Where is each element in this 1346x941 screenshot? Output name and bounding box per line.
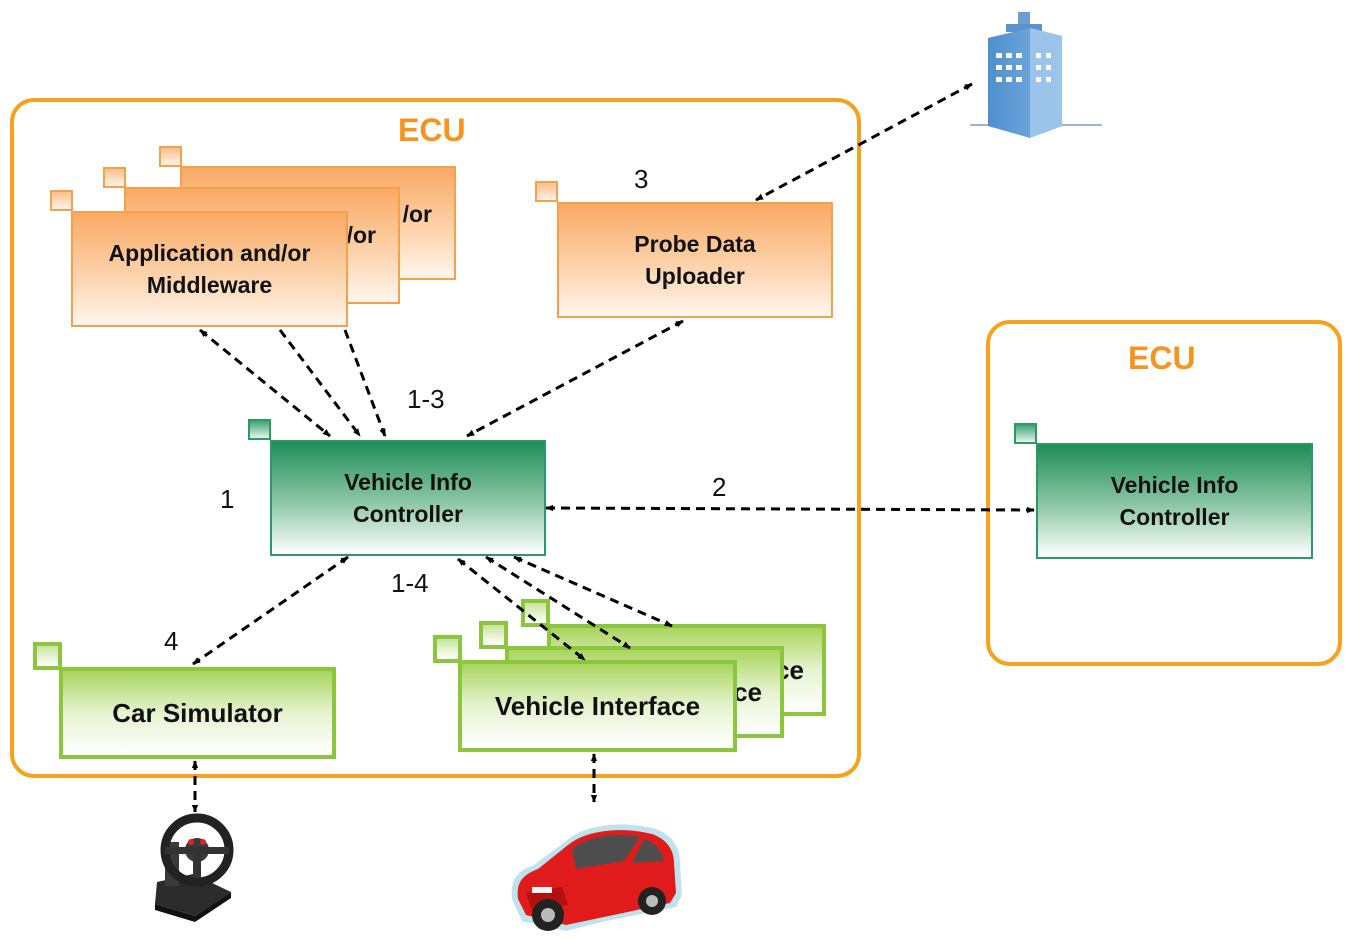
ecu-remote-title: ECU	[1128, 340, 1196, 376]
vehicle-interface-box: Vehicle Interface	[458, 660, 737, 752]
ecu-main-container	[10, 98, 861, 778]
arrow-probe-to-vic	[466, 319, 684, 438]
app-middle-tab	[103, 167, 126, 188]
probe-tab	[535, 181, 558, 202]
arrow-vic-to-carsim	[192, 555, 349, 666]
app-front-box: Application and/or Middleware	[71, 211, 348, 327]
vic-remote-line1: Vehicle Info	[1110, 472, 1239, 498]
vehicle-info-controller-remote: Vehicle Info Controller	[1036, 443, 1313, 559]
red-car-icon	[511, 824, 682, 931]
car-sim-tab	[33, 642, 62, 670]
steering-wheel-icon	[155, 813, 234, 922]
label-1-3: 1-3	[407, 384, 445, 414]
vic-main-line1: Vehicle Info	[344, 469, 472, 495]
label-1-4: 1-4	[391, 568, 429, 598]
vic-remote-line2: Controller	[1119, 504, 1230, 530]
building-icon	[970, 12, 1102, 138]
probe-data-uploader-box: Probe Data Uploader	[557, 202, 833, 318]
vi-middle-text: ce	[733, 676, 762, 707]
vic-main-line2: Controller	[353, 501, 463, 527]
app-front-line1: Application and/or	[108, 240, 311, 266]
app-front-tab	[50, 190, 73, 211]
app-middle-text: /or	[346, 222, 376, 248]
label-1: 1	[220, 484, 235, 514]
ecu-main-title: ECU	[398, 112, 466, 148]
app-front-line2: Middleware	[146, 272, 273, 298]
arrow-app-front-to-vic	[199, 328, 331, 438]
arrow-app-middle-to-vic	[278, 329, 362, 437]
probe-line2: Uploader	[645, 263, 745, 289]
arrow-vic-to-vi-back	[513, 555, 673, 628]
app-back-text: /or	[402, 201, 432, 227]
car-simulator-label: Car Simulator	[112, 697, 283, 728]
arrow-app-back-to-vic	[343, 329, 387, 437]
label-2: 2	[712, 472, 727, 502]
app-back-tab	[159, 146, 182, 167]
label-4: 4	[164, 626, 179, 656]
label-3: 3	[634, 164, 649, 194]
probe-line1: Probe Data	[634, 231, 756, 257]
vic-remote-tab	[1014, 423, 1037, 444]
vehicle-info-controller-main: Vehicle Info Controller	[270, 440, 546, 556]
ecu-remote-container	[986, 320, 1342, 666]
vehicle-interface-label: Vehicle Interface	[494, 690, 701, 721]
arrow-vic-to-vi-middle	[485, 555, 631, 650]
arrow-vic-to-remote	[545, 504, 1035, 514]
arrow-building-to-probe	[755, 82, 973, 202]
car-simulator-box: Car Simulator	[59, 667, 336, 759]
arrow-vic-to-vi-front	[457, 557, 586, 662]
